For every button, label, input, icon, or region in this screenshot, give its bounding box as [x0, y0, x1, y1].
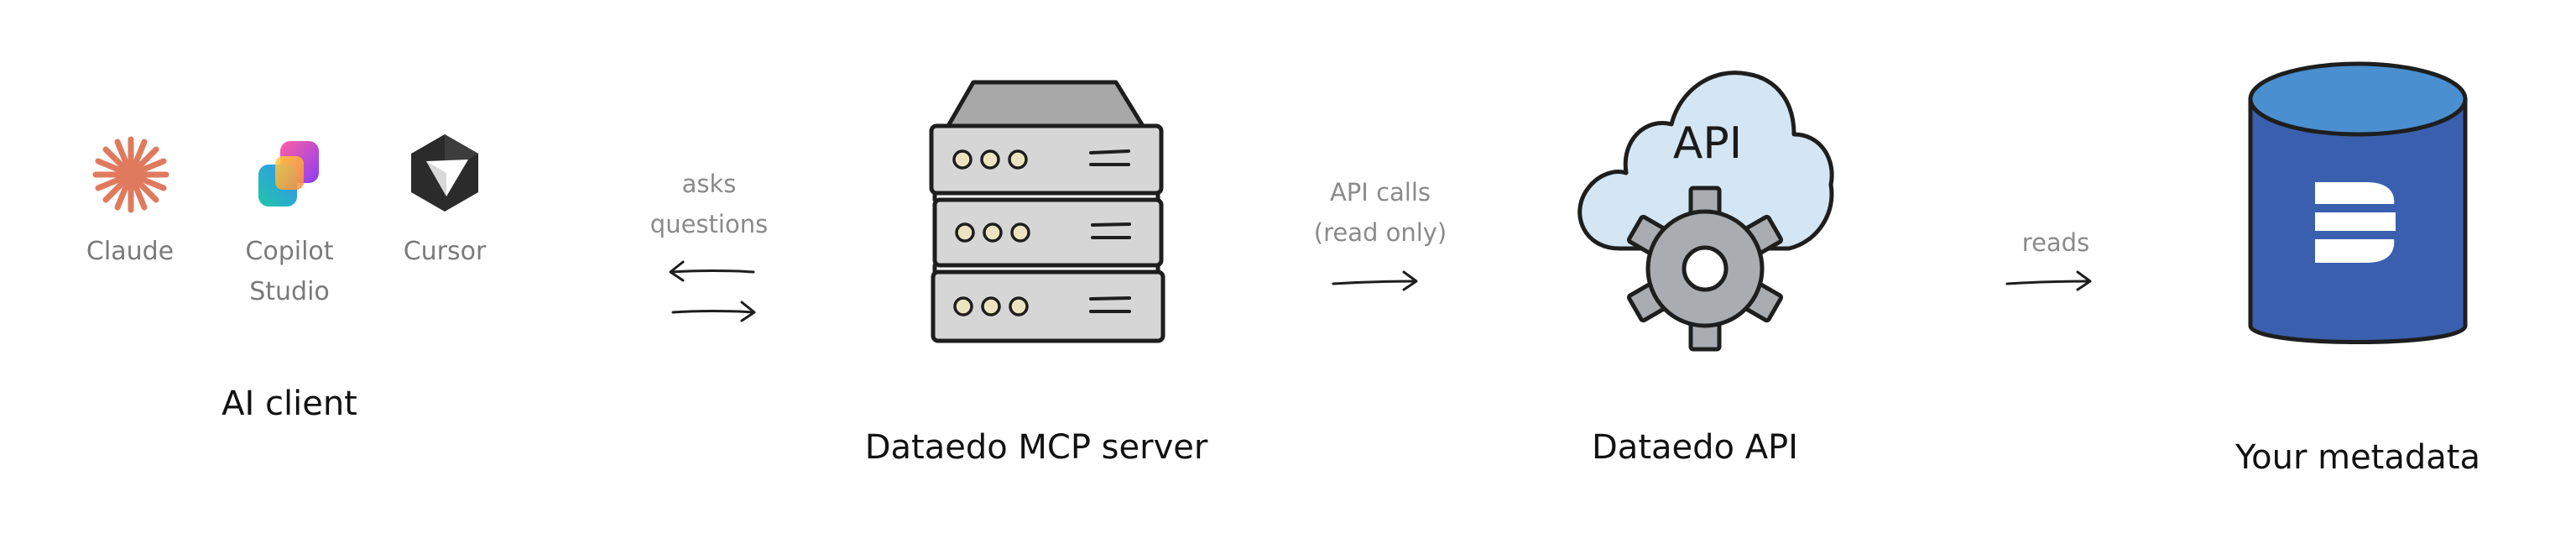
- asks-label-line2: questions: [649, 210, 769, 238]
- cursor-icon: [411, 134, 478, 212]
- copilot-icon: [258, 141, 319, 207]
- database-icon: [2248, 61, 2468, 344]
- ai-client-title: AI client: [222, 384, 357, 423]
- your-metadata-title: Your metadata: [2235, 438, 2480, 477]
- bidirectional-arrow: [669, 260, 756, 322]
- copilot-label-line2: Studio: [249, 277, 330, 306]
- mcp-server-title: Dataedo MCP server: [864, 428, 1208, 467]
- api-calls-arrow: [1332, 270, 1418, 291]
- asks-label-line1: asks: [681, 170, 737, 198]
- api-calls-label-line1: API calls: [1329, 178, 1431, 207]
- claude-icon: [92, 136, 169, 213]
- cursor-label: Cursor: [403, 237, 487, 266]
- reads-arrow: [2005, 270, 2092, 291]
- server-rack-icon: [929, 80, 1165, 343]
- reads-label: reads: [2021, 228, 2090, 257]
- claude-label: Claude: [86, 237, 175, 266]
- api-calls-label-line2: (read only): [1313, 218, 1447, 247]
- cloud-gear-icon: API: [1577, 71, 1834, 352]
- dataedo-api-title: Dataedo API: [1592, 428, 1798, 467]
- copilot-label-line1: Copilot: [245, 237, 334, 266]
- api-icon-text: API: [1673, 118, 1742, 169]
